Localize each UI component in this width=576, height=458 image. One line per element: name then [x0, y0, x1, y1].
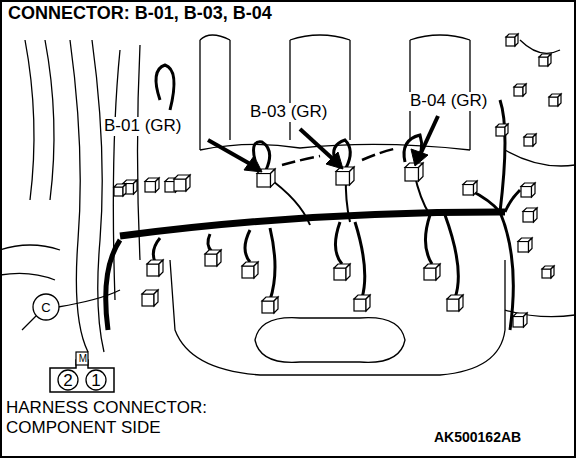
- connector-body: [334, 268, 346, 280]
- connector-body: [542, 269, 551, 278]
- connector-body: [518, 242, 529, 253]
- connector-body: [558, 94, 561, 106]
- connector-body: [336, 172, 350, 186]
- connector-body: [529, 238, 533, 252]
- connector-body: [134, 180, 138, 194]
- connector-body: [123, 184, 126, 196]
- connector-body: [242, 266, 254, 278]
- connector-body: [159, 260, 163, 276]
- connector-body: [505, 124, 508, 136]
- connector-body: [145, 182, 156, 193]
- connector-body: [459, 295, 463, 311]
- connector-body: [147, 264, 159, 276]
- figure-code: AK500162AB: [434, 430, 521, 445]
- connector-body: [548, 54, 551, 66]
- connector-body: [514, 87, 523, 96]
- connector-body: [271, 169, 276, 187]
- pin-number: 2: [58, 370, 78, 390]
- connector-body: [346, 264, 350, 280]
- connector-body: [424, 268, 436, 280]
- node-text: 1: [91, 372, 100, 389]
- connector-body: [405, 168, 419, 182]
- node-text: 2: [63, 372, 72, 389]
- connector-body: [114, 187, 123, 196]
- connector-body: [350, 167, 355, 185]
- connector-body: [154, 290, 158, 306]
- connector-body: [534, 208, 538, 222]
- connector-body: [463, 185, 474, 196]
- connector-body: [254, 262, 258, 278]
- connector-body: [257, 174, 271, 188]
- connector-body: [506, 37, 515, 46]
- node-text: C: [41, 301, 50, 314]
- connector-body: [549, 97, 558, 106]
- connector-body: [474, 181, 478, 195]
- connector-body: [447, 299, 459, 311]
- ground-terminal: C: [33, 294, 59, 320]
- pin-number: 1: [86, 370, 106, 390]
- connector-body: [521, 187, 532, 198]
- connector-label: B-03 (GR): [248, 103, 329, 122]
- key-mark: M: [77, 352, 89, 365]
- connector-body: [523, 84, 526, 96]
- connector-label: B-04 (GR): [408, 92, 489, 111]
- connector-body: [539, 57, 548, 66]
- connector-body: [551, 266, 554, 278]
- connector-body: [186, 175, 190, 191]
- connector-body: [436, 264, 440, 280]
- connector-body: [496, 127, 505, 136]
- connector-body: [523, 212, 534, 223]
- connector-body: [366, 295, 370, 311]
- diagram-title: CONNECTOR: B-01, B-03, B-04: [6, 4, 274, 24]
- connector-body: [524, 137, 533, 146]
- connector-body: [274, 297, 278, 313]
- connector-body: [205, 254, 217, 266]
- connector-body: [354, 299, 366, 311]
- connector-body: [515, 34, 518, 46]
- connector-body: [533, 134, 536, 146]
- connector-body: [142, 294, 154, 306]
- connector-body: [156, 178, 160, 192]
- connector-body: [262, 301, 274, 313]
- connector-label: B-01 (GR): [102, 117, 183, 136]
- caption: HARNESS CONNECTOR: COMPONENT SIDE: [6, 398, 246, 439]
- connector-body: [513, 317, 524, 328]
- connector-body: [524, 313, 528, 327]
- connector-body: [419, 163, 424, 181]
- connector-body: [532, 183, 536, 197]
- connector-body: [217, 250, 221, 266]
- connector-body: [174, 179, 186, 191]
